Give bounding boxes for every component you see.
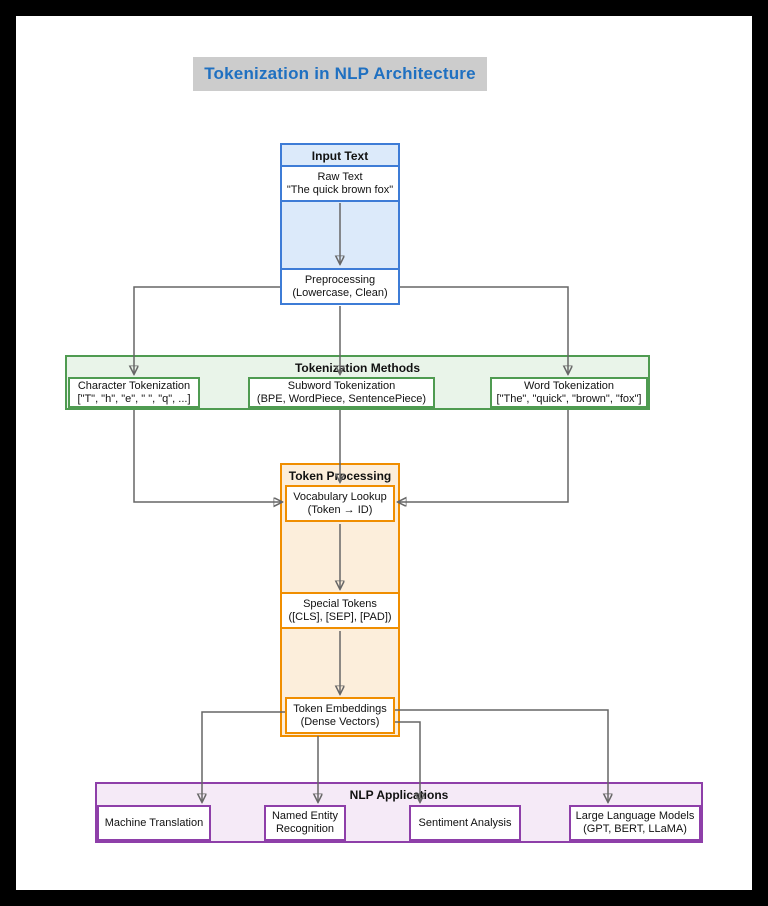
vocabulary-lookup-subtitle: (Token → ID) bbox=[307, 503, 373, 516]
large-language-models-node: Large Language Models (GPT, BERT, LLaMA) bbox=[569, 805, 701, 841]
special-tokens-node: Special Tokens ([CLS], [SEP], [PAD]) bbox=[280, 592, 400, 629]
subword-tokenization-node: Subword Tokenization (BPE, WordPiece, Se… bbox=[248, 377, 435, 408]
machine-translation-node: Machine Translation bbox=[97, 805, 211, 841]
special-tokens-title: Special Tokens bbox=[303, 597, 377, 610]
preprocessing-title: Preprocessing bbox=[304, 273, 376, 286]
vocabulary-lookup-title: Vocabulary Lookup bbox=[293, 490, 387, 503]
named-entity-recognition-node: Named Entity Recognition bbox=[264, 805, 346, 841]
word-tokenization-subtitle: ["The", "quick", "brown", "fox"] bbox=[496, 392, 642, 405]
token-embeddings-title: Token Embeddings bbox=[293, 702, 387, 715]
sentiment-analysis-title: Sentiment Analysis bbox=[418, 816, 512, 829]
section-input-text-header: Input Text bbox=[311, 149, 369, 163]
section-nlp-applications-header: NLP Applications bbox=[349, 788, 449, 802]
raw-text-subtitle: "The quick brown fox" bbox=[286, 183, 394, 196]
named-entity-recognition-subtitle: Recognition bbox=[275, 823, 335, 835]
character-tokenization-subtitle: ["T", "h", "e", " ", "q", ...] bbox=[77, 392, 191, 405]
vocabulary-lookup-node: Vocabulary Lookup (Token → ID) bbox=[285, 485, 395, 522]
word-tokenization-title: Word Tokenization bbox=[523, 379, 615, 392]
large-language-models-title: Large Language Models bbox=[575, 810, 695, 822]
word-tokenization-node: Word Tokenization ["The", "quick", "brow… bbox=[490, 377, 648, 408]
named-entity-recognition-title: Named Entity bbox=[271, 810, 339, 822]
section-token-processing-header: Token Processing bbox=[288, 469, 392, 483]
character-tokenization-title: Character Tokenization bbox=[77, 379, 191, 392]
token-embeddings-subtitle: (Dense Vectors) bbox=[300, 715, 380, 728]
character-tokenization-node: Character Tokenization ["T", "h", "e", "… bbox=[68, 377, 200, 408]
sentiment-analysis-node: Sentiment Analysis bbox=[409, 805, 521, 841]
diagram-title: Tokenization in NLP Architecture bbox=[193, 57, 487, 91]
subword-tokenization-subtitle: (BPE, WordPiece, SentencePiece) bbox=[256, 392, 427, 405]
section-tokenization-methods-header: Tokenization Methods bbox=[294, 361, 421, 375]
subword-tokenization-title: Subword Tokenization bbox=[287, 379, 396, 392]
raw-text-title: Raw Text bbox=[317, 170, 363, 183]
preprocessing-subtitle: (Lowercase, Clean) bbox=[292, 286, 388, 299]
machine-translation-title: Machine Translation bbox=[104, 816, 204, 829]
token-embeddings-node: Token Embeddings (Dense Vectors) bbox=[285, 697, 395, 734]
preprocessing-node: Preprocessing (Lowercase, Clean) bbox=[280, 268, 400, 305]
large-language-models-subtitle: (GPT, BERT, LLaMA) bbox=[583, 823, 687, 835]
special-tokens-subtitle: ([CLS], [SEP], [PAD]) bbox=[288, 610, 392, 623]
raw-text-node: Raw Text "The quick brown fox" bbox=[280, 165, 400, 202]
